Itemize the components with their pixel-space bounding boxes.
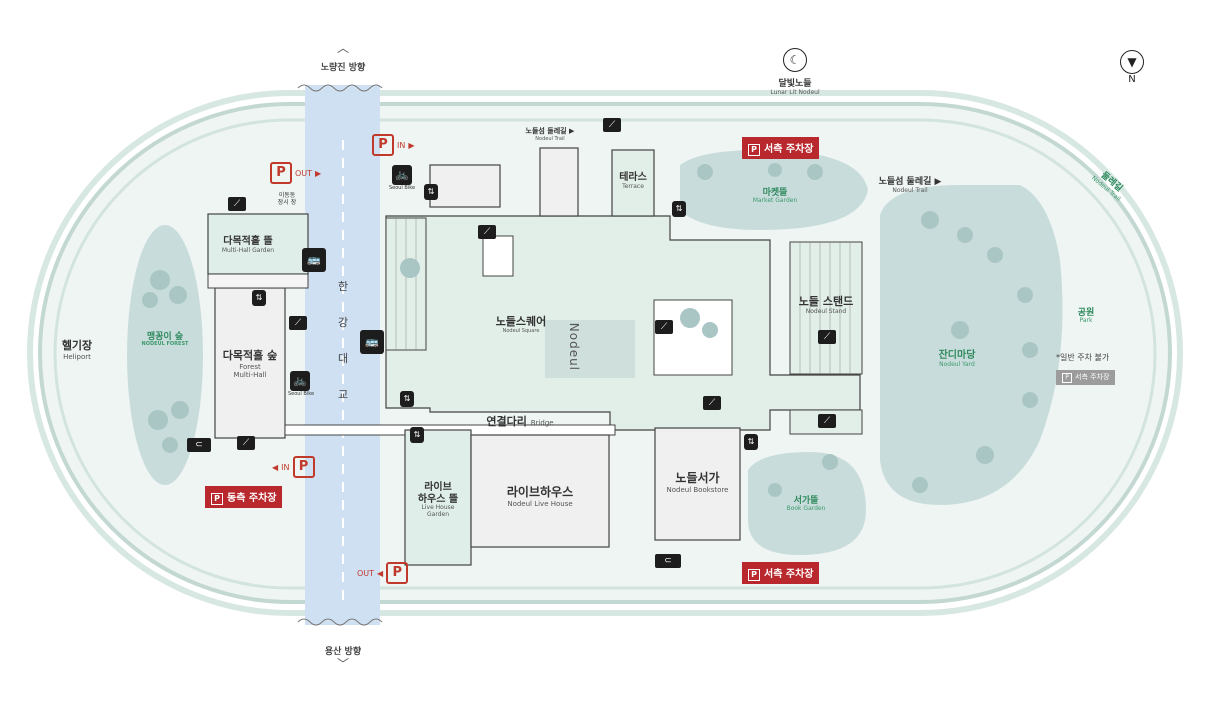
top-building-mid	[539, 147, 579, 217]
nodeul-yard-label: 잔디마당 Nodeul Yard	[938, 350, 976, 368]
nodeul-stand-label: 노들 스탠드 Nodeul Stand	[798, 295, 854, 315]
bookstore-label: 노들서가 Nodeul Bookstore	[666, 471, 729, 494]
nodeul-yard-park	[880, 185, 1063, 505]
elevator-icon[interactable]: ⇅	[252, 290, 266, 306]
terrace-label: 테라스 Terrace	[619, 172, 647, 190]
direction-south: 용산 방향 ﹀	[300, 640, 386, 672]
disabled-lift-label: 이동동 장시 장	[277, 192, 297, 206]
arrow-right-icon: ▶	[315, 168, 322, 178]
stairs-icon[interactable]: ⟋	[655, 320, 673, 334]
trees	[142, 163, 1038, 497]
live-house-building	[470, 434, 610, 548]
book-garden-label: 서가뜰 Book Garden	[786, 496, 826, 513]
park-label: 공원 Park	[1077, 308, 1095, 325]
arrow-left-icon: ◀	[272, 462, 279, 472]
live-house-label: 라이브하우스 Nodeul Live House	[506, 485, 574, 508]
forest-multi-hall-building	[214, 287, 286, 439]
parking-icon: P	[748, 144, 760, 156]
forest-multi-hall-label: 다목적홀 숲 Forest Multi-Hall	[222, 349, 278, 379]
stairs-icon[interactable]: ⟋	[289, 316, 307, 330]
multi-hall-garden-label: 다목적홀 뜰 Multi-Hall Garden	[221, 236, 275, 254]
bike-label: Seoul Bike	[287, 391, 315, 397]
parking-icon: P	[372, 134, 394, 156]
book-garden-park	[748, 452, 866, 555]
parking-in-bottom[interactable]: ◀IN P	[272, 456, 315, 478]
bridge-char-3: 대	[338, 352, 349, 365]
tunnel-icon[interactable]: ⊂	[187, 438, 211, 452]
market-garden-label: 마켓뜰 Market Garden	[752, 188, 798, 205]
trail-right-label: 노들섬 둘레길 ▶ Nodeul Trail	[878, 177, 942, 195]
bridge-char-2: 강	[338, 316, 349, 329]
elevator-icon[interactable]: ⇅	[400, 391, 414, 407]
multi-hall-garden-area	[207, 213, 309, 275]
chevron-up-icon: ︿	[336, 41, 349, 55]
bridge-char-1: 한	[338, 280, 349, 293]
west-steps	[385, 217, 427, 351]
stairs-icon[interactable]: ⟋	[603, 118, 621, 132]
nodeul-square-plaza	[545, 320, 635, 378]
outer-trail-ring	[27, 90, 1183, 616]
bookstore-building	[654, 427, 741, 541]
connection-bridge-label: 연결다리 Bridge	[486, 415, 554, 428]
live-house-garden-area	[404, 429, 472, 566]
water-wave-top	[297, 84, 383, 92]
parking-icon: P	[1062, 373, 1072, 383]
water-wave-bottom	[297, 618, 383, 626]
stairs-icon[interactable]: ⟋	[818, 330, 836, 344]
direction-north: ︿ 노량진 방향	[300, 41, 386, 74]
parking-out-bottom[interactable]: OUT◀ P	[357, 562, 409, 584]
parking-icon: P	[748, 569, 760, 581]
compass-arrow-icon: ▼	[1120, 50, 1144, 74]
parking-icon: P	[292, 456, 315, 478]
bike-icon[interactable]: 🚲	[392, 165, 412, 185]
trail-top-label: 노들섬 둘레길 ▶ Nodeul Trail	[525, 127, 575, 143]
elevator-icon[interactable]: ⇅	[744, 434, 758, 450]
parking-in-top[interactable]: P IN▶	[372, 134, 415, 156]
live-house-garden-label: 라이브 하우스 뜰 Live House Garden	[417, 482, 459, 518]
moon-icon: ☾	[783, 48, 807, 72]
parking-out-top[interactable]: P OUT▶	[270, 162, 321, 184]
bike-icon[interactable]: 🚲	[290, 371, 310, 391]
nodeul-logo: Nodeul	[566, 322, 581, 372]
stairs-icon[interactable]: ⟋	[703, 396, 721, 410]
bridge-char-4: 교	[338, 388, 349, 401]
stairs-icon[interactable]: ⟋	[818, 414, 836, 428]
stairs-icon[interactable]: ⟋	[237, 436, 255, 450]
arrow-right-icon: ▶	[408, 140, 415, 150]
elevator-icon[interactable]: ⇅	[410, 427, 424, 443]
bus-stop-icon[interactable]: 🚌	[360, 330, 384, 354]
heliport-label: 헬기장 Heliport	[61, 339, 93, 361]
bike-label: Seoul Bike	[388, 185, 416, 191]
lunar-lit-nodeul[interactable]: ☾ 달빛노들 Lunar Lit Nodeul	[755, 48, 835, 97]
multi-hall-link	[207, 273, 309, 289]
stairs-icon[interactable]: ⟋	[228, 197, 246, 211]
chevron-down-icon: ﹀	[336, 657, 349, 672]
elevator-icon[interactable]: ⇅	[424, 184, 438, 200]
elevator-icon[interactable]: ⇅	[672, 201, 686, 217]
parking-note: *일반 주차 불가	[1056, 353, 1110, 362]
parking-icon: P	[270, 162, 292, 184]
hangang-bridge-road	[305, 85, 380, 625]
small-court	[482, 235, 514, 277]
terrace-area	[611, 149, 655, 217]
nodeul-square-label: 노들스퀘어 Nodeul Square	[495, 315, 547, 334]
compass-label: N	[1128, 74, 1136, 85]
arrow-left-icon: ◀	[377, 568, 384, 578]
nodeul-forest-label: 맹꽁이 숲 NODEUL FOREST	[141, 332, 189, 348]
top-building-left	[429, 164, 501, 208]
bus-stop-icon[interactable]: 🚌	[302, 248, 326, 272]
parking-icon: P	[211, 493, 223, 505]
tunnel-icon[interactable]: ⊂	[655, 554, 681, 568]
compass: ▼ N	[1118, 50, 1146, 85]
parking-icon: P	[386, 562, 409, 584]
stairs-icon[interactable]: ⟋	[478, 225, 496, 239]
